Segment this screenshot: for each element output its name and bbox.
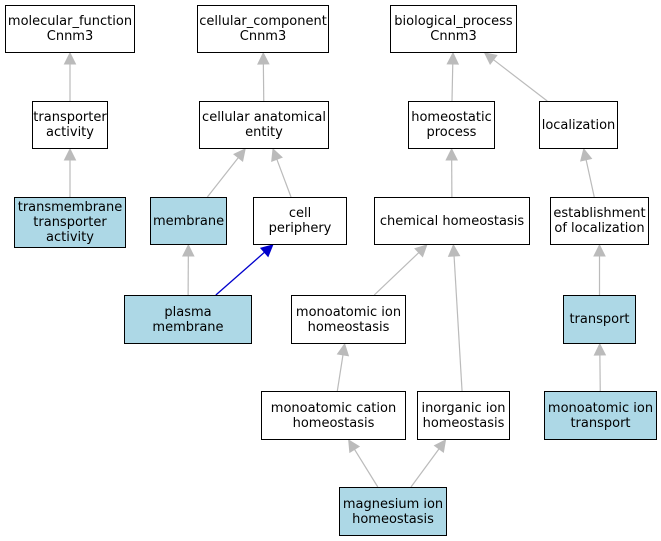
- node-magnesium-ion-homeostasis[interactable]: magnesium ion homeostasis: [339, 487, 447, 536]
- node-biological-process[interactable]: biological_process Cnnm3: [390, 5, 517, 53]
- arrowhead-mit-to-tr: [593, 342, 607, 356]
- node-cellular-component[interactable]: cellular_component Cnnm3: [197, 5, 329, 53]
- node-membrane[interactable]: membrane: [150, 197, 227, 245]
- node-monoatomic-cation-homeostasis[interactable]: monoatomic cation homeostasis: [261, 391, 406, 440]
- arrowhead-cp-to-cae: [271, 147, 283, 162]
- arrowhead-iih-to-ch: [447, 243, 461, 257]
- node-chemical-homeostasis[interactable]: chemical homeostasis: [374, 197, 530, 245]
- node-transmembrane-transporter-activity[interactable]: transmembrane transporter activity: [14, 197, 126, 248]
- edge-cp-to-cae: [276, 159, 292, 198]
- arrowhead-hp-to-bp: [446, 51, 460, 65]
- arrowhead-cae-to-cc: [257, 51, 270, 65]
- arrowhead-ta-to-mf: [63, 51, 77, 65]
- edge-pm-to-cp: [215, 251, 265, 296]
- arrowhead-mih-to-ch: [414, 244, 428, 258]
- arrowhead-tta-to-ta: [63, 147, 77, 161]
- edge-mch-to-mih: [336, 354, 344, 392]
- edge-mih-to-ch: [373, 252, 420, 296]
- arrowhead-tr-to-eol: [593, 243, 606, 257]
- edge-mgh-to-iih: [410, 448, 440, 488]
- node-transport[interactable]: transport: [563, 295, 636, 344]
- arrowhead-pm-to-mem: [182, 243, 195, 257]
- edge-loc-to-bp: [493, 59, 548, 102]
- edge-mem-to-cae: [206, 157, 239, 198]
- edge-mgh-to-mch: [353, 449, 379, 488]
- arrowhead-eol-to-loc: [580, 147, 593, 162]
- node-transporter-activity[interactable]: transporter activity: [32, 101, 108, 149]
- node-cell-periphery[interactable]: cell periphery: [253, 197, 347, 245]
- arrowhead-mgh-to-iih: [433, 439, 447, 454]
- arrowhead-mem-to-cae: [233, 148, 246, 162]
- arrowhead-loc-to-bp: [483, 52, 498, 66]
- node-cellular-anatomical-entity[interactable]: cellular anatomical entity: [199, 101, 329, 149]
- node-monoatomic-ion-transport[interactable]: monoatomic ion transport: [544, 391, 657, 440]
- arrowhead-mch-to-mih: [336, 342, 350, 357]
- node-monoatomic-ion-homeostasis[interactable]: monoatomic ion homeostasis: [291, 295, 406, 344]
- arrowhead-mgh-to-mch: [348, 439, 361, 454]
- arrowhead-pm-to-cp: [259, 244, 274, 258]
- edge-eol-to-loc: [585, 159, 595, 198]
- edge-hp-to-bp: [451, 63, 454, 102]
- node-molecular-function[interactable]: molecular_function Cnnm3: [5, 5, 135, 53]
- node-inorganic-ion-homeostasis[interactable]: inorganic ion homeostasis: [417, 391, 510, 440]
- node-plasma-membrane[interactable]: plasma membrane: [124, 295, 252, 344]
- node-establishment-of-localization[interactable]: establishment of localization: [550, 197, 649, 245]
- node-homeostatic-process[interactable]: homeostatic process: [408, 101, 495, 149]
- node-localization[interactable]: localization: [539, 101, 618, 149]
- edge-iih-to-ch: [453, 255, 463, 392]
- arrowhead-ch-to-hp: [445, 147, 458, 161]
